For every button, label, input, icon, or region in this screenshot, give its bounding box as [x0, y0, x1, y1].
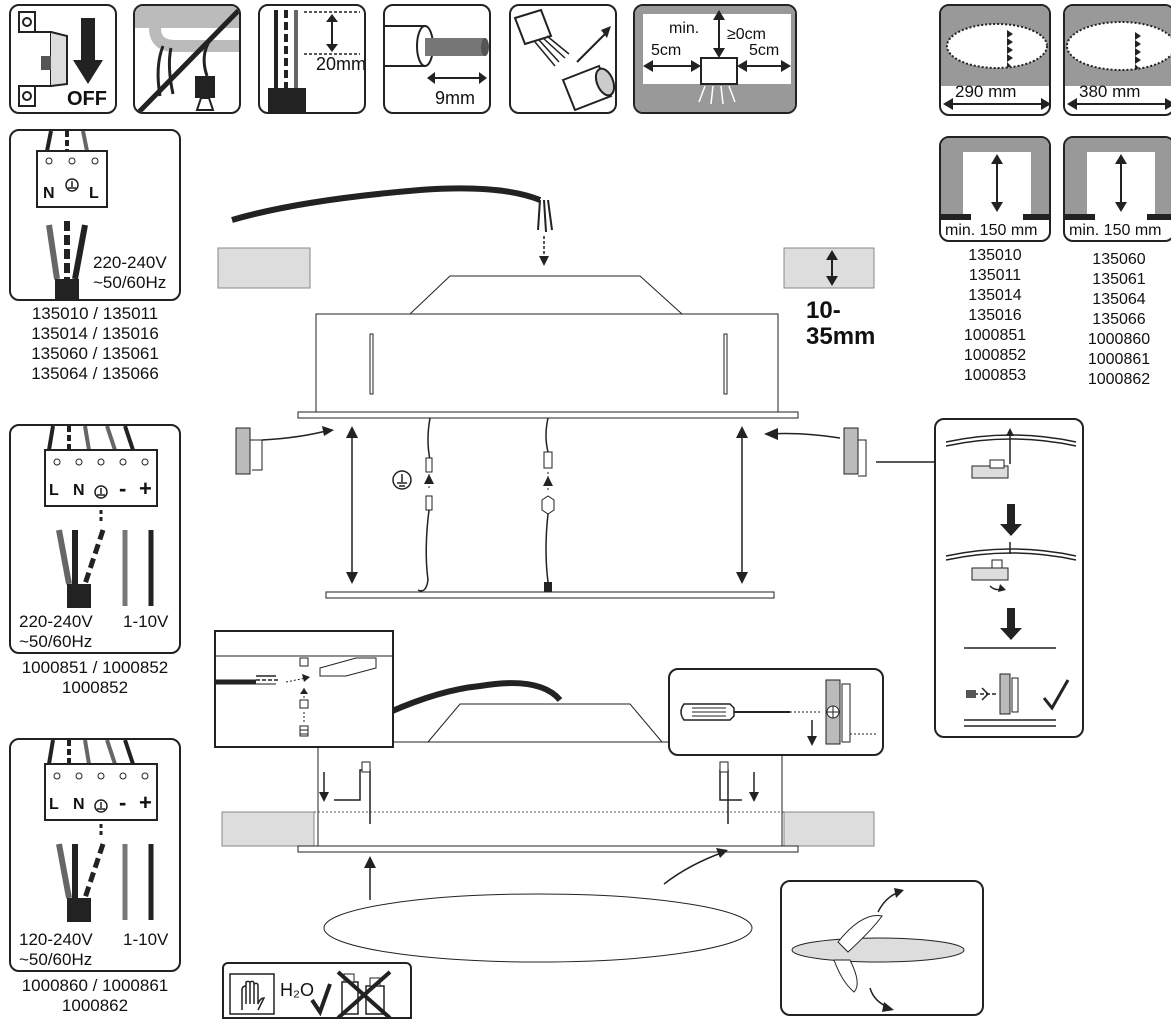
clip-steps-icon: [945, 428, 1077, 727]
clearance-min-label: min.: [669, 20, 700, 37]
no-hanging-panel: [133, 4, 241, 114]
terminal-label-n: N: [43, 185, 55, 202]
connector-inset-panel: [214, 630, 394, 748]
cutout-large-icon: [1065, 6, 1171, 110]
breaker-icon: [18, 11, 103, 107]
terminal-label-minus: -: [119, 790, 127, 815]
model-number: 1000861: [1087, 351, 1151, 368]
terminal-block-dim-icon: [44, 426, 158, 608]
connector-detail-icon: [216, 655, 392, 737]
strip-length-label: 20mm: [316, 54, 366, 74]
model-number: 135010 / 135011: [31, 304, 159, 323]
ceiling-thickness-label: 10- 35mm: [806, 297, 876, 350]
wiring-3-models: 1000860 / 1000861 1000862: [0, 976, 190, 1016]
clearance-panel: min. ≥0cm 5cm 5cm: [633, 4, 797, 114]
cutout-small-panel: 290 mm: [939, 4, 1051, 116]
model-number: 135060 / 135061: [31, 344, 159, 363]
frequency-label: ~50/60Hz: [93, 273, 167, 292]
terminal-label-plus: +: [139, 476, 152, 501]
depth-small-panel: min. 150 mm: [939, 136, 1051, 242]
model-number: 1000862: [1087, 371, 1151, 388]
depth-small-icon: [941, 138, 1049, 220]
strip-wire-icon: [385, 25, 489, 84]
model-number: 135061: [1092, 271, 1146, 288]
model-number: 1000853: [963, 367, 1027, 384]
model-number: 135011: [968, 267, 1022, 284]
wiring-1-models: 135010 / 135011 135014 / 135016 135060 /…: [0, 304, 190, 384]
model-number: 1000860: [1087, 331, 1151, 348]
frequency-label: ~50/60Hz: [19, 632, 93, 651]
clearance-left-label: 5cm: [651, 42, 682, 59]
terminal-label-l: L: [49, 482, 59, 499]
model-number: 1000851 / 1000852: [21, 658, 169, 677]
dim-voltage-label: 1-10V: [123, 930, 169, 949]
model-number: 135064: [1092, 291, 1146, 308]
model-number: 1000852: [61, 678, 129, 697]
depth-large-panel: min. 150 mm: [1063, 136, 1171, 242]
dim-voltage-label: 1-10V: [123, 612, 169, 631]
clearance-icon: [635, 6, 795, 112]
terminal-label-minus: -: [119, 476, 127, 501]
clip-detail-panel: [934, 418, 1084, 738]
depth-large-icon: [1065, 138, 1171, 220]
voltage-label: 220-240V: [93, 253, 167, 272]
cutout-large-panel: 380 mm: [1063, 4, 1171, 116]
terminal-block-icon: [36, 131, 108, 299]
strip-wire-panel: 9mm: [383, 4, 491, 114]
model-number: 135014 / 135016: [31, 324, 159, 343]
off-label: OFF: [67, 88, 107, 110]
rotate-diffuser-icon: [791, 888, 965, 1012]
wiring-panel-3: L N - + 120-240V 1-10V ~50/60Hz: [9, 738, 181, 972]
wiring-2-models: 1000851 / 1000852 1000852: [0, 658, 190, 698]
power-off-panel: OFF: [9, 4, 117, 114]
strip-cable-panel: 20mm: [258, 4, 366, 114]
terminal-label-plus: +: [139, 790, 152, 815]
model-number: 1000851: [963, 327, 1027, 344]
terminal-label-l: L: [49, 796, 59, 813]
terminal-label-l: L: [89, 185, 99, 202]
terminal-label-n: N: [73, 482, 85, 499]
voltage-label: 220-240V: [19, 612, 93, 631]
ferrule-panel: [509, 4, 617, 114]
clearance-right-label: 5cm: [749, 42, 780, 59]
large-model-list: 135060 135061 135064 135066 1000860 1000…: [1063, 250, 1171, 390]
depth-large-label: min. 150 mm: [1069, 222, 1162, 239]
water-label: H₂O: [280, 980, 314, 1000]
model-number: 135010: [968, 247, 1022, 264]
model-number: 135060: [1092, 251, 1146, 268]
clearance-top-label: ≥0cm: [727, 26, 767, 43]
cutout-small-icon: [941, 6, 1049, 110]
model-number: 135014: [968, 287, 1022, 304]
frequency-label: ~50/60Hz: [19, 950, 93, 969]
no-hanging-cable-icon: [135, 6, 239, 112]
diffuser-rotate-panel: [780, 880, 984, 1016]
model-number: 135066: [1092, 311, 1146, 328]
screwdriver-icon: [680, 679, 876, 746]
voltage-label: 120-240V: [19, 930, 93, 949]
small-model-list: 135010 135011 135014 135016 1000851 1000…: [939, 246, 1051, 386]
model-number: 1000852: [963, 347, 1027, 364]
wiring-panel-1: N L 220-240V ~50/60Hz: [9, 129, 181, 301]
model-number: 1000862: [61, 996, 129, 1015]
terminal-block-dim-icon: [44, 740, 158, 922]
model-number: 1000860 / 1000861: [21, 976, 169, 995]
model-number: 135016: [968, 307, 1022, 324]
wire-strip-label: 9mm: [435, 88, 475, 108]
cutout-large-diameter: 380 mm: [1079, 82, 1141, 101]
cleaning-panel: H₂O: [222, 962, 412, 1019]
cleaning-icons: [229, 970, 392, 1017]
depth-small-label: min. 150 mm: [945, 222, 1038, 239]
screwdriver-inset-panel: [668, 668, 884, 756]
cutout-small-diameter: 290 mm: [955, 82, 1017, 101]
ferrule-icon: [513, 8, 615, 112]
strip-cable-icon: [268, 10, 360, 112]
model-number: 135064 / 135066: [31, 364, 159, 383]
wiring-panel-2: L N - + 220-240V 1-10V ~50/60Hz: [9, 424, 181, 654]
terminal-label-n: N: [73, 796, 85, 813]
